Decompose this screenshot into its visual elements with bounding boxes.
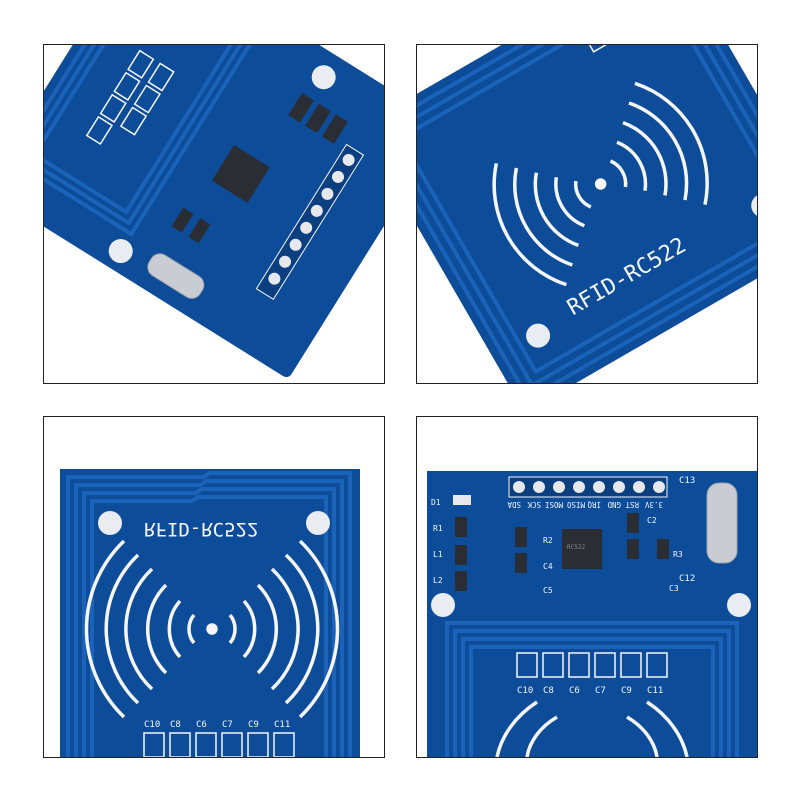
mounting-hole [108, 239, 133, 264]
component-label: R3 [673, 550, 683, 559]
component-label: C2 [647, 516, 657, 525]
cap-label: C10 [517, 686, 533, 696]
capacitor-row [581, 45, 609, 53]
pin-label: GND [607, 500, 621, 509]
antenna-trace [44, 45, 267, 237]
module-name-mirrored: RFID-RC522 [144, 518, 258, 540]
cap-label: C11 [647, 686, 663, 696]
crystal-oscillator [706, 482, 738, 564]
component-label: C12 [679, 574, 695, 584]
cap-label: C8 [543, 686, 554, 696]
pcb-board [427, 471, 757, 757]
pin-labels: 3.3V RST GND IRQ MISO MOSI SCK SDA [507, 500, 663, 509]
pin-header [255, 143, 365, 300]
component-label: D1 [431, 498, 441, 507]
capacitor-row [516, 652, 668, 678]
capacitor-row [143, 732, 295, 757]
rfid-board-front-photo: 3.3V RST GND IRQ MISO MOSI SCK SDA C13 C… [427, 471, 757, 757]
component-label: L2 [433, 576, 443, 585]
component-label: C3 [669, 584, 679, 593]
capacitor-row [85, 49, 175, 146]
cap-label: C7 [595, 686, 606, 696]
cap-label: C8 [170, 720, 181, 730]
cap-label: C9 [621, 686, 632, 696]
component-label: C13 [679, 476, 695, 486]
component-label: R2 [543, 536, 553, 545]
mounting-hole [98, 511, 122, 535]
cap-label: C10 [144, 720, 160, 730]
photo-panel-front-straight: 3.3V RST GND IRQ MISO MOSI SCK SDA C13 C… [416, 416, 758, 758]
component-label: C5 [543, 586, 553, 595]
pin-label: IRQ [587, 500, 601, 509]
pin-label: RST [625, 500, 639, 509]
rf-wave-logo [492, 81, 709, 287]
cap-label: C9 [248, 720, 259, 730]
cap-label: C6 [569, 686, 580, 696]
rf-wave-partial [495, 700, 689, 757]
mounting-hole [311, 65, 336, 90]
cap-label: C7 [222, 720, 233, 730]
photo-panel-antenna-back: RFID-RC522 C10 C8 C6 C7 C9 C11 [43, 416, 385, 758]
pin-label: SDA [507, 500, 521, 509]
pin-label: 3.3V [644, 500, 663, 509]
photo-panel-antenna-rotated: RFID-RC522 [416, 44, 758, 384]
pin-label: SCK [527, 500, 541, 509]
rc522-chip [562, 529, 602, 569]
rc522-chip [211, 145, 270, 203]
cap-labels: C10 C8 C6 C7 C9 C11 [144, 720, 290, 730]
mounting-hole [526, 323, 551, 348]
component-labels: D1 R1 L1 L2 R2 C4 C5 C2 R3 C3 [431, 498, 683, 595]
rfid-antenna-photo: RFID-RC522 [417, 45, 757, 383]
mounting-hole [727, 593, 751, 617]
component-label: C4 [543, 562, 553, 571]
photo-panel-front-rotated [43, 44, 385, 384]
smd-components [453, 495, 669, 591]
mounting-hole [306, 511, 330, 535]
rfid-antenna-back-photo: RFID-RC522 C10 C8 C6 C7 C9 C11 [60, 469, 360, 757]
cap-label: C6 [196, 720, 207, 730]
pin-label: MISO [566, 500, 585, 509]
pcb-board [417, 45, 757, 383]
component-label: R1 [433, 524, 443, 533]
cap-label: C11 [274, 720, 290, 730]
rfid-board-photo [44, 45, 384, 378]
pin-label: MOSI [545, 500, 563, 509]
pin-header [508, 476, 668, 498]
antenna-trace [445, 621, 739, 757]
chip-marking: RC522 [567, 544, 585, 551]
mounting-hole [431, 593, 455, 617]
cap-labels: C10 C8 C6 C7 C9 C11 [517, 686, 663, 696]
rf-wave-logo [84, 539, 340, 719]
crystal-oscillator [147, 253, 205, 299]
component-label: L1 [433, 550, 443, 559]
antenna-trace [66, 471, 352, 757]
